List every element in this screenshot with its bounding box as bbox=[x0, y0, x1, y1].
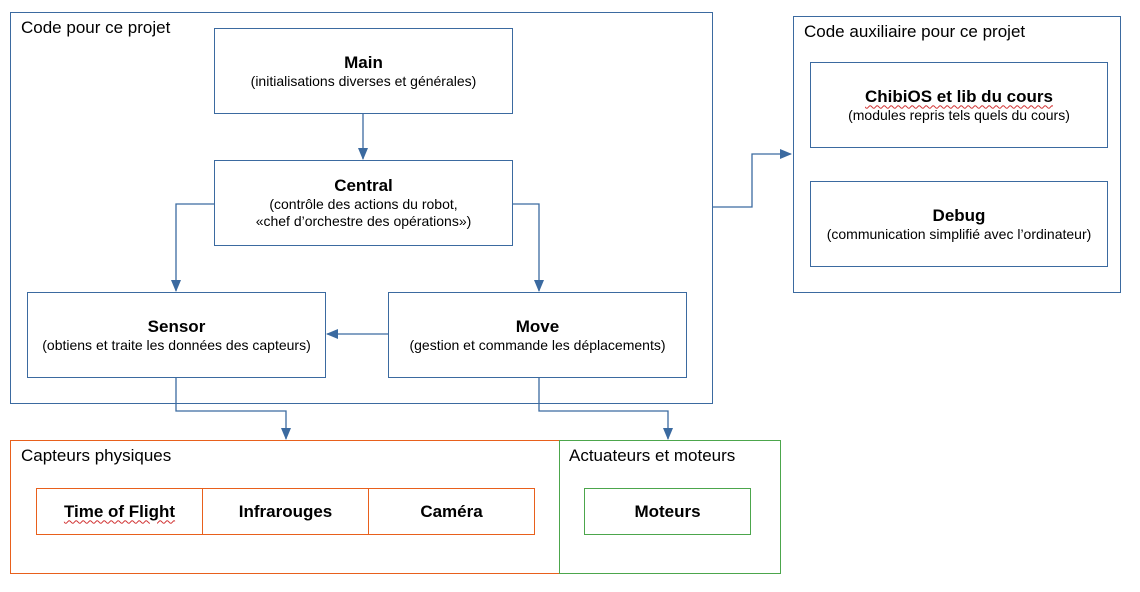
arrow-move-to-actuateurs bbox=[538, 378, 673, 440]
sensor-subtitle: (obtiens et traite les données des capte… bbox=[42, 336, 311, 353]
arrow-project-to-auxiliary bbox=[713, 149, 792, 208]
infrarouges-label: Infrarouges bbox=[238, 501, 333, 521]
arrow-central-to-sensor bbox=[171, 203, 214, 292]
auxiliary-code-title: Code auxiliaire pour ce projet bbox=[804, 22, 1026, 41]
move-subtitle: (gestion et commande les déplacements) bbox=[409, 336, 666, 353]
sensor-cell-camera: Caméra bbox=[368, 488, 535, 535]
main-box: Main (initialisations diverses et généra… bbox=[214, 28, 513, 114]
moteurs-label: Moteurs bbox=[634, 501, 701, 521]
move-title: Move bbox=[515, 316, 560, 336]
physical-sensors-title: Capteurs physiques bbox=[21, 446, 172, 465]
sensor-title: Sensor bbox=[147, 316, 206, 336]
actuators-title: Actuateurs et moteurs bbox=[569, 446, 736, 465]
chibios-subtitle: (modules repris tels quels du cours) bbox=[848, 106, 1070, 123]
camera-label: Caméra bbox=[420, 501, 483, 521]
chibios-box: ChibiOS et lib du cours (modules repris … bbox=[810, 62, 1108, 148]
central-subtitle-line2: «chef d’orchestre des opérations») bbox=[255, 213, 472, 229]
main-subtitle: (initialisations diverses et générales) bbox=[250, 72, 477, 89]
sensor-box: Sensor (obtiens et traite les données de… bbox=[27, 292, 326, 378]
project-code-container: Code pour ce projet bbox=[10, 12, 713, 404]
main-title: Main bbox=[344, 52, 383, 72]
time-of-flight-label: Time of Flight bbox=[63, 501, 176, 521]
debug-subtitle: (communication simplifié avec l’ordinate… bbox=[826, 225, 1092, 242]
move-box: Move (gestion et commande les déplacemen… bbox=[388, 292, 687, 378]
sensor-cell-infrarouges: Infrarouges bbox=[202, 488, 369, 535]
chibios-title: ChibiOS et lib du cours bbox=[865, 86, 1053, 106]
arrow-central-to-move bbox=[513, 203, 544, 292]
central-title: Central bbox=[334, 176, 393, 195]
project-code-title: Code pour ce projet bbox=[21, 18, 171, 37]
auxiliary-code-container: Code auxiliaire pour ce projet bbox=[793, 16, 1121, 293]
central-subtitle-line1: (contrôle des actions du robot, bbox=[269, 196, 458, 212]
sensor-cell-time-of-flight: Time of Flight bbox=[36, 488, 203, 535]
debug-title: Debug bbox=[932, 205, 986, 225]
debug-box: Debug (communication simplifié avec l’or… bbox=[810, 181, 1108, 267]
central-box: Central (contrôle des actions du robot, … bbox=[214, 160, 513, 246]
actuators-container: Actuateurs et moteurs bbox=[559, 440, 781, 574]
arrow-sensor-to-capteurs bbox=[175, 378, 291, 440]
actuator-cell-moteurs: Moteurs bbox=[584, 488, 751, 535]
